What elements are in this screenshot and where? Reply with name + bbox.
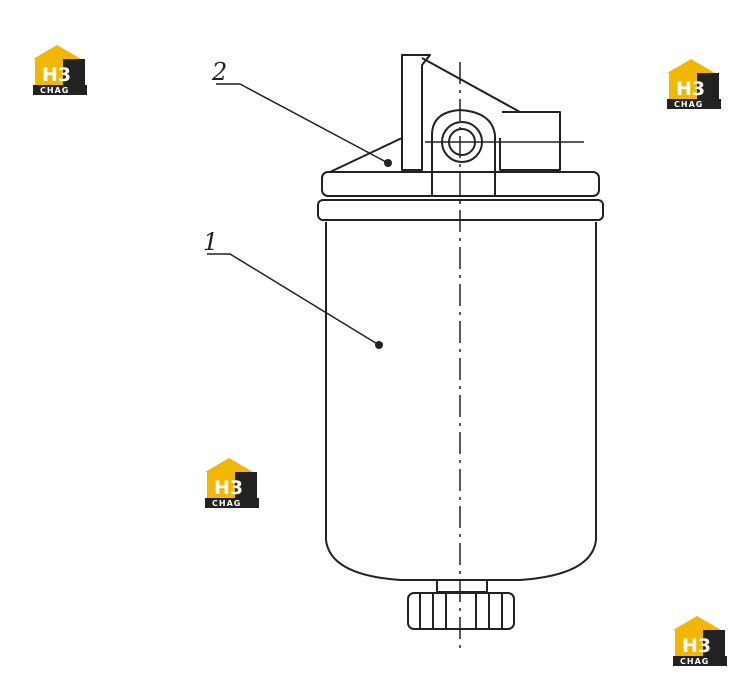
watermark-logo-2: H3 CHAG [667,59,721,109]
svg-text:H3: H3 [214,477,243,499]
svg-text:CHAG: CHAG [680,657,709,666]
watermark-logo-1: H3 CHAG [33,45,87,95]
svg-text:H3: H3 [676,78,705,100]
callout-1-dot [375,341,383,349]
head-flange [321,171,600,197]
svg-text:CHAG: CHAG [40,86,69,95]
callout-2-dot [384,159,392,167]
callout-2-leader [216,83,389,164]
head-slope [329,137,403,173]
callout-1-group: 1 [203,228,383,349]
drain-knob [407,592,515,630]
callout-2-group: 2 [211,58,392,167]
svg-text:CHAG: CHAG [212,499,241,508]
callout-1-label: 1 [203,228,218,256]
filter-canister [325,222,597,581]
drain-neck [436,580,488,593]
mounting-bracket [401,54,431,171]
callout-1-leader [207,253,380,346]
callout-2-label: 2 [211,58,227,86]
svg-text:H3: H3 [42,64,71,86]
svg-text:CHAG: CHAG [674,100,703,109]
watermark-logo-4: H3 CHAG [673,616,727,666]
drain-knob-ribs [419,594,503,628]
watermark-logo-3: H3 CHAG [205,458,259,508]
svg-text:H3: H3 [682,635,711,657]
